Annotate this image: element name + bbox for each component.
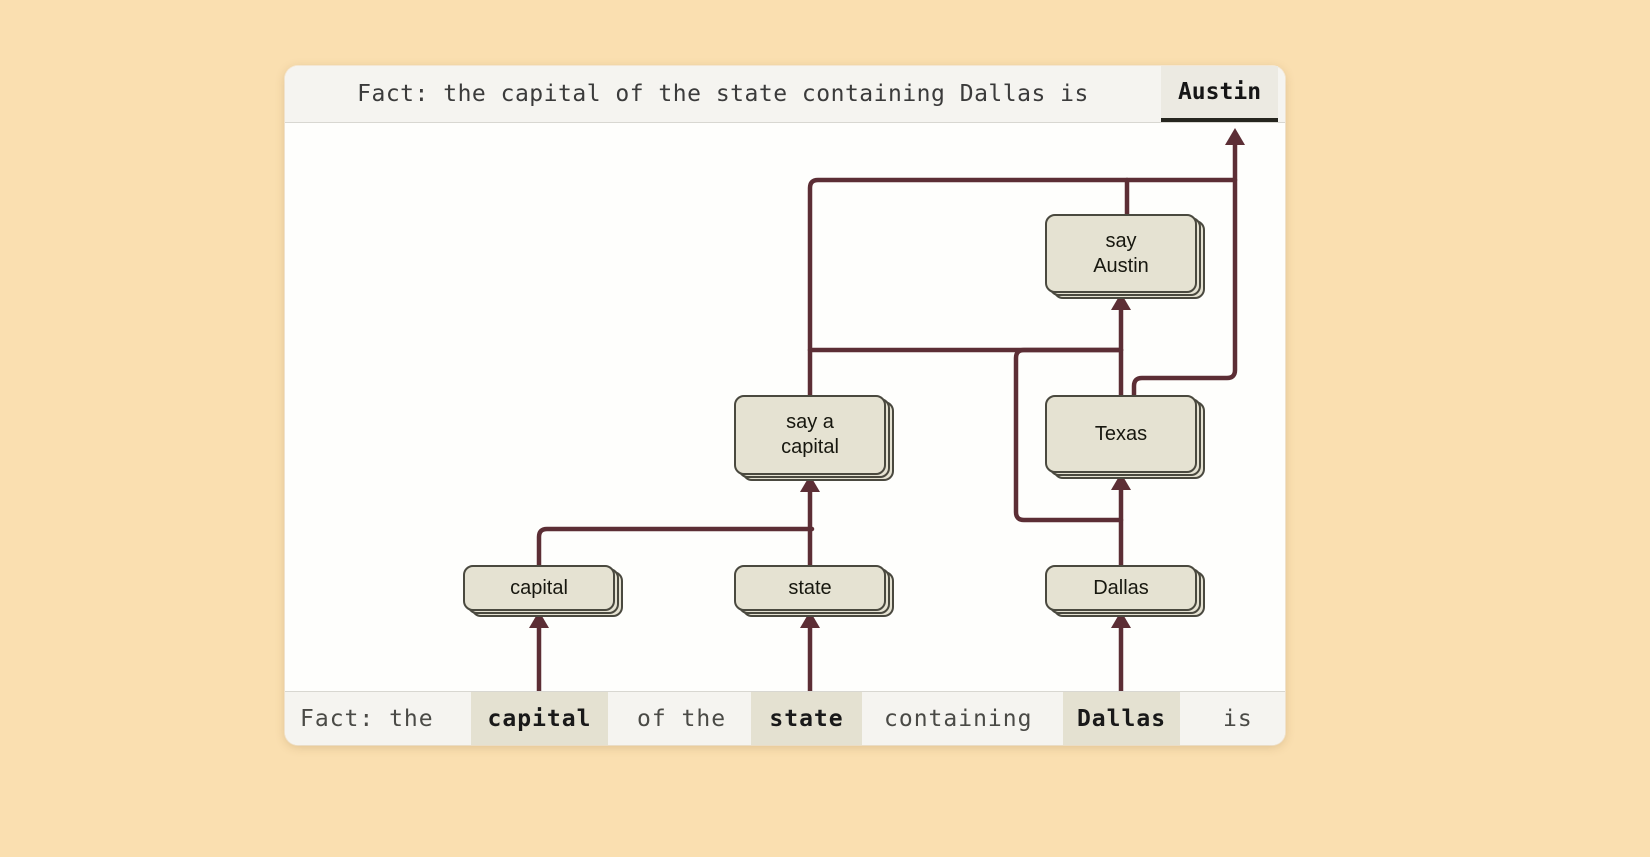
answer-chip: Austin — [1161, 66, 1278, 122]
arrowhead-token-capital — [529, 611, 549, 628]
node-label: say a capital — [781, 411, 839, 458]
prompt-bar: Fact: the capital of the state containin… — [285, 66, 1285, 123]
arrowhead-token-dallas — [1111, 611, 1131, 628]
node-label: say Austin — [1093, 229, 1149, 277]
token-state: state — [751, 692, 862, 745]
token-capital: capital — [471, 692, 608, 745]
node-face: state — [734, 565, 886, 611]
edge-capital-to-say-a-capital — [536, 526, 815, 568]
edges-layer — [529, 128, 1245, 695]
arrowhead-say-austin — [1111, 293, 1131, 310]
token-bar-text: containing — [884, 705, 1033, 732]
node-face: say a capital — [734, 395, 886, 475]
node-face: say Austin — [1045, 214, 1197, 293]
token-bar-text: is — [1223, 705, 1253, 732]
edge-texas-to-output — [1131, 142, 1238, 398]
token-bar: Fact: the capital of the state containin… — [285, 691, 1285, 745]
node-face: Dallas — [1045, 565, 1197, 611]
node-face: Texas — [1045, 395, 1197, 473]
node-say-a-capital: say a capital — [734, 395, 894, 481]
node-state: state — [734, 565, 894, 617]
token-dallas: Dallas — [1063, 692, 1180, 745]
edge-say-a-capital-to-output — [807, 177, 1238, 398]
node-label: Dallas — [1093, 576, 1149, 599]
token-bar-text: of the — [637, 705, 727, 732]
arrowhead-texas — [1111, 473, 1131, 490]
token-bar-text: Fact: the — [300, 705, 434, 732]
node-face: capital — [463, 565, 615, 611]
arrowhead-say-a-capital — [800, 475, 820, 492]
node-capital: capital — [463, 565, 623, 617]
node-label: Texas — [1094, 422, 1148, 445]
node-label: state — [788, 576, 832, 599]
node-dallas: Dallas — [1045, 565, 1205, 617]
arrowhead-token-state — [800, 611, 820, 628]
node-texas: Texas — [1045, 395, 1205, 479]
arrowhead-output-austin — [1225, 128, 1245, 145]
node-say-austin: say Austin — [1045, 214, 1205, 299]
figure-card: Fact: the capital of the state containin… — [285, 66, 1285, 745]
node-label: capital — [510, 576, 568, 599]
prompt-text: Fact: the capital of the state containin… — [357, 81, 1089, 107]
